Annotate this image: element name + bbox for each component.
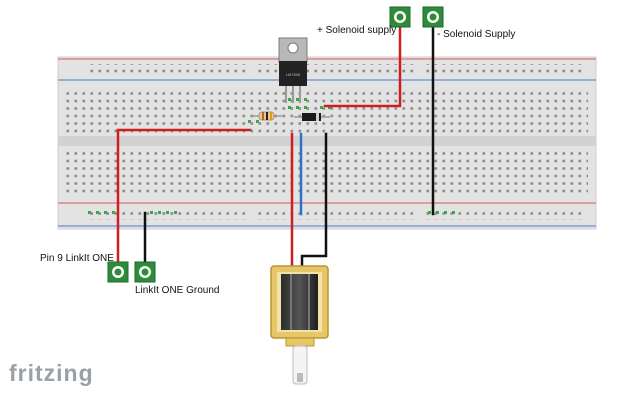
- solenoid-coil: [281, 274, 318, 330]
- regulator-label: LM7805: [286, 72, 301, 77]
- wire-pin9[interactable]: [116, 128, 252, 270]
- resistor[interactable]: [250, 111, 282, 121]
- connector-ground[interactable]: [134, 261, 156, 283]
- wire-solenoid-plus[interactable]: [323, 16, 402, 108]
- fritzing-logo: fritzing: [9, 360, 94, 386]
- label-ground: LinkIt ONE Ground: [135, 285, 219, 296]
- label-solenoid-minus: - Solenoid Supply: [437, 29, 515, 40]
- voltage-regulator[interactable]: LM7805: [278, 37, 308, 103]
- solenoid-plunger: [292, 345, 308, 385]
- connected-holes: [88, 98, 455, 214]
- solenoid-base: [285, 337, 315, 347]
- regulator-mount-hole: [287, 42, 299, 54]
- diode[interactable]: [294, 113, 330, 121]
- connector-solenoid-plus[interactable]: [389, 6, 411, 28]
- wires: [116, 16, 435, 272]
- wire-solenoid-black[interactable]: [300, 132, 328, 272]
- label-solenoid-plus: + Solenoid supply: [317, 25, 396, 36]
- breadboard: [57, 56, 597, 230]
- terminal-strip-top: [64, 88, 588, 133]
- label-pin9: Pin 9 LinkIt ONE: [40, 253, 114, 264]
- regulator-body: [279, 61, 307, 86]
- connector-pin9[interactable]: [107, 261, 129, 283]
- connector-solenoid-minus[interactable]: [422, 6, 444, 28]
- solenoid[interactable]: [270, 265, 329, 385]
